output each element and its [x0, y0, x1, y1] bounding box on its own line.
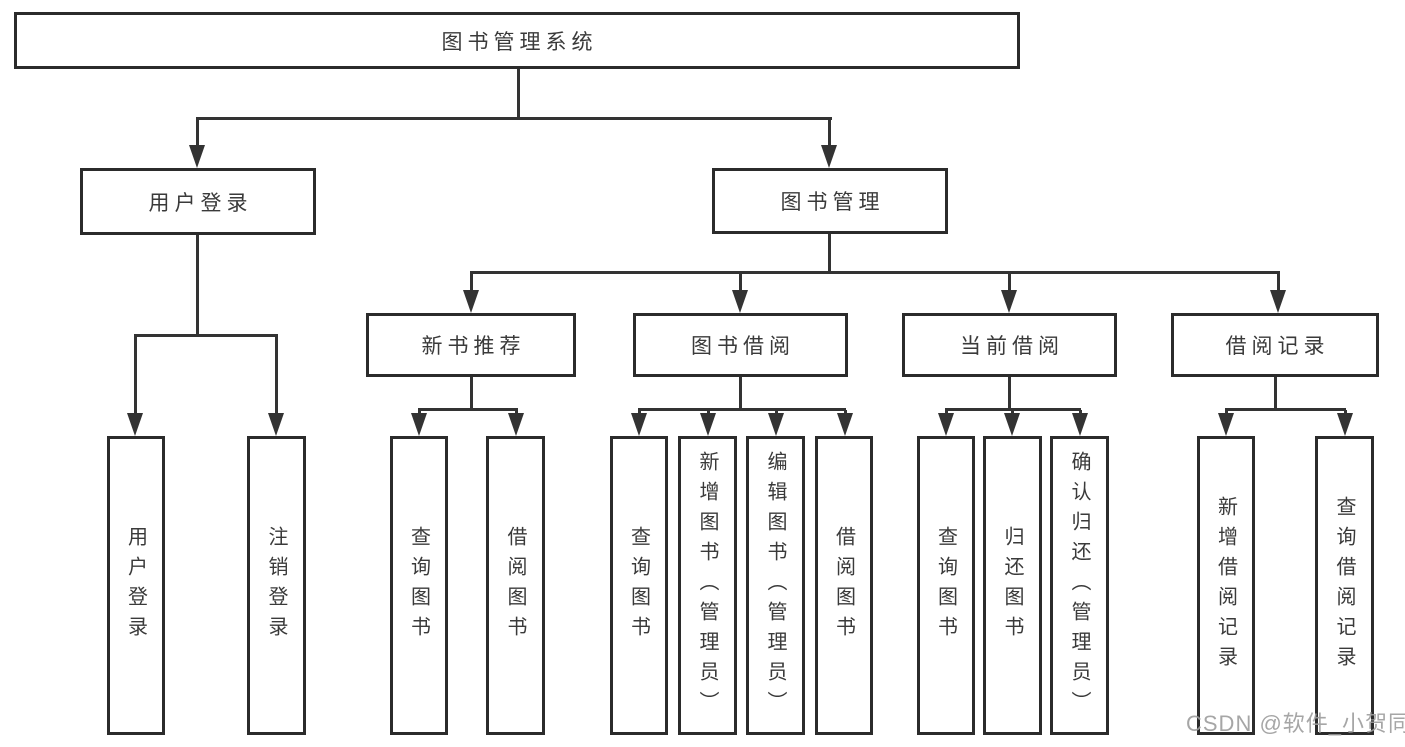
arrowhead-icon: [268, 413, 284, 436]
node-label: 查询图书: [627, 525, 650, 646]
connector-line: [739, 273, 742, 291]
connector-line: [1225, 408, 1346, 411]
connector-line: [1274, 377, 1277, 410]
arrowhead-icon: [732, 290, 748, 313]
arrowhead-icon: [1218, 413, 1234, 436]
node-label: 查询图书: [407, 525, 430, 646]
leaf-bb-edit-books-admin: 编辑图书（管理员）: [746, 436, 805, 735]
node-label: 当前借阅: [960, 335, 1064, 358]
leaf-nb-borrow-books: 借阅图书: [486, 436, 545, 735]
node-book-management: 图书管理: [712, 168, 948, 234]
connector-line: [828, 234, 831, 273]
arrowhead-icon: [1337, 413, 1353, 436]
arrowhead-icon: [700, 413, 716, 436]
node-label: 注销登录: [265, 525, 287, 646]
node-label: 查询借阅记录: [1333, 495, 1355, 676]
node-user-login: 用户登录: [80, 168, 316, 235]
node-root-system: 图书管理系统: [14, 12, 1020, 69]
node-label: 图书借阅: [691, 335, 795, 358]
leaf-bb-borrow-books: 借阅图书: [815, 436, 873, 735]
connector-line: [1008, 273, 1011, 291]
leaf-bb-query-books: 查询图书: [610, 436, 668, 735]
node-new-book-recommend: 新书推荐: [366, 313, 576, 377]
node-label: 图书管理系统: [441, 30, 598, 54]
csdn-watermark: CSDN @软件_小贺同学: [1186, 711, 1405, 736]
leaf-br-add-record: 新增借阅记录: [1197, 436, 1255, 735]
connector-line: [828, 118, 831, 147]
connector-line: [1008, 377, 1011, 410]
node-label: 确认归还（管理员）: [1068, 450, 1090, 721]
node-label: 用户登录: [124, 525, 147, 646]
leaf-br-query-record: 查询借阅记录: [1315, 436, 1374, 735]
arrowhead-icon: [189, 145, 205, 168]
connector-line: [196, 235, 199, 337]
connector-line: [275, 336, 278, 414]
leaf-cb-query-books: 查询图书: [917, 436, 975, 735]
arrowhead-icon: [631, 413, 647, 436]
arrowhead-icon: [938, 413, 954, 436]
connector-line: [134, 336, 137, 414]
node-label: 新书推荐: [421, 335, 526, 358]
node-label: 借阅图书: [504, 525, 526, 646]
arrowhead-icon: [1072, 413, 1088, 436]
leaf-nb-query-books: 查询图书: [390, 436, 448, 735]
arrowhead-icon: [127, 413, 143, 436]
arrowhead-icon: [768, 413, 784, 436]
connector-line: [196, 118, 199, 147]
connector-line: [470, 273, 473, 291]
arrowhead-icon: [508, 413, 524, 436]
arrowhead-icon: [411, 413, 427, 436]
leaf-cb-confirm-return-admin: 确认归还（管理员）: [1050, 436, 1109, 735]
leaf-cb-return-books: 归还图书: [983, 436, 1042, 735]
arrowhead-icon: [837, 413, 853, 436]
arrowhead-icon: [821, 145, 837, 168]
node-book-borrow: 图书借阅: [633, 313, 848, 377]
connector-line: [517, 69, 520, 120]
node-label: 借阅记录: [1225, 335, 1330, 358]
node-borrow-records: 借阅记录: [1171, 313, 1379, 377]
arrowhead-icon: [1270, 290, 1286, 313]
node-label: 编辑图书（管理员）: [764, 450, 786, 721]
node-label: 新增借阅记录: [1214, 495, 1237, 676]
connector-line: [196, 117, 832, 120]
node-label: 借阅图书: [832, 525, 855, 646]
leaf-logout: 注销登录: [247, 436, 306, 735]
node-label: 新增图书（管理员）: [696, 450, 718, 721]
connector-line: [638, 408, 846, 411]
connector-line: [945, 408, 1081, 411]
node-current-borrow: 当前借阅: [902, 313, 1117, 377]
connector-line: [134, 334, 278, 337]
connector-line: [470, 377, 473, 410]
leaf-bb-add-books-admin: 新增图书（管理员）: [678, 436, 737, 735]
connector-line: [470, 271, 1280, 274]
connector-line: [418, 408, 518, 411]
connector-line: [739, 377, 742, 410]
node-label: 用户登录: [148, 191, 253, 215]
arrowhead-icon: [1004, 413, 1020, 436]
arrowhead-icon: [1001, 290, 1017, 313]
node-label: 图书管理: [780, 191, 885, 214]
node-label: 归还图书: [1001, 525, 1023, 646]
node-label: 查询图书: [934, 525, 957, 646]
leaf-user-login: 用户登录: [107, 436, 165, 735]
connector-line: [1277, 273, 1280, 291]
arrowhead-icon: [463, 290, 479, 313]
